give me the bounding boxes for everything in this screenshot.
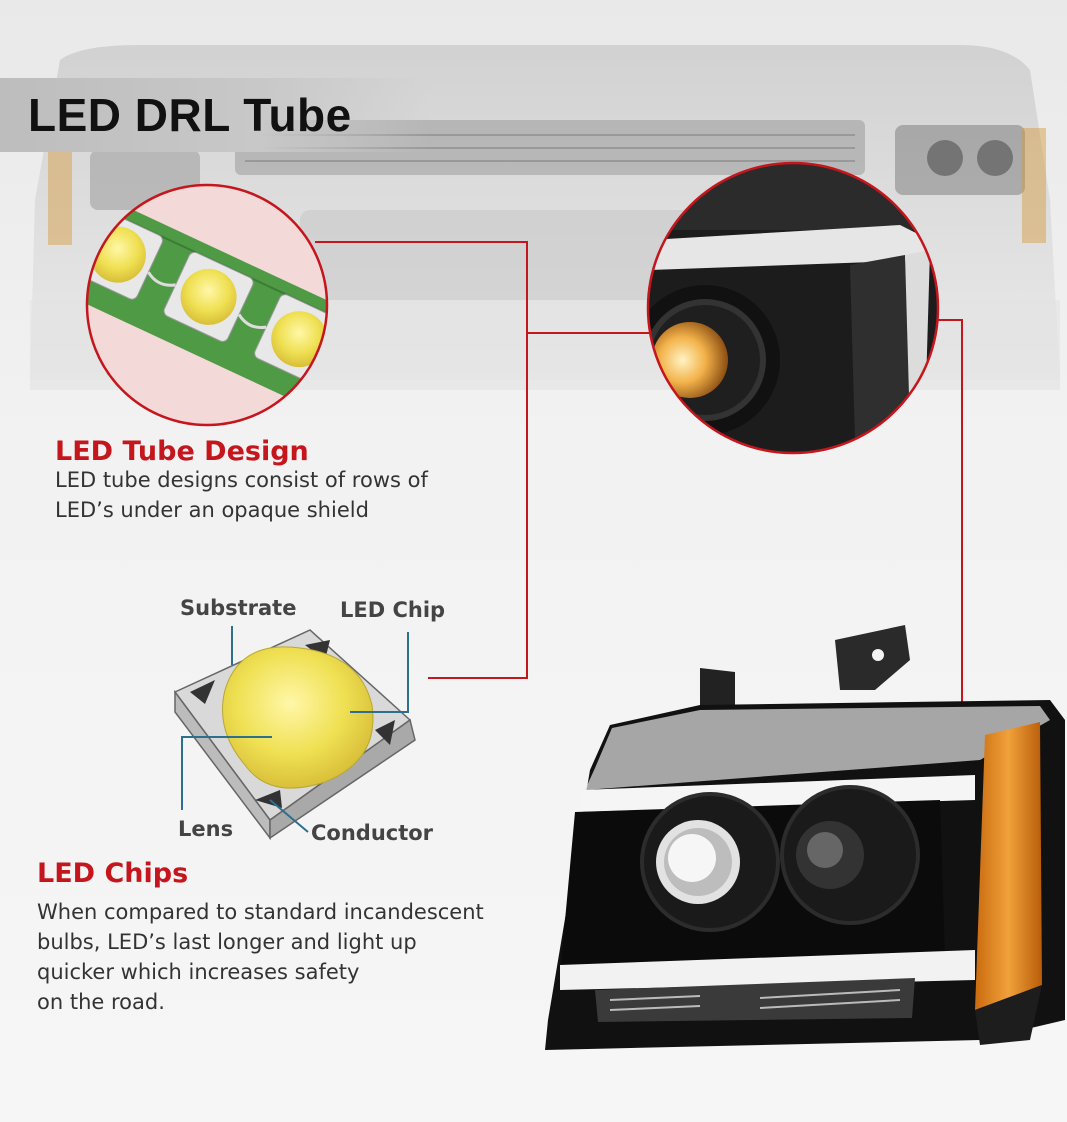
chips-line: When compared to standard incandescent xyxy=(37,900,484,924)
tube-design-heading: LED Tube Design xyxy=(55,436,309,467)
page-title: LED DRL Tube xyxy=(28,89,352,141)
tube-design-line: LED’s under an opaque shield xyxy=(55,498,369,522)
chips-description: When compared to standard incandescent b… xyxy=(37,897,484,1017)
substrate-label: Substrate xyxy=(180,596,297,620)
zoom-circle-right xyxy=(646,161,940,455)
lens-label: Lens xyxy=(178,817,234,841)
conductor-label: Conductor xyxy=(311,821,434,845)
tube-design-line: LED tube designs consist of rows of xyxy=(55,468,428,492)
led-chip-diagram xyxy=(173,626,416,841)
tube-design-description: LED tube designs consist of rows of LED’… xyxy=(55,465,428,525)
headlight-zoom xyxy=(648,163,938,453)
title-band xyxy=(0,78,430,152)
headlight-assembly xyxy=(545,625,1065,1050)
chips-line: bulbs, LED’s last longer and light up xyxy=(37,930,417,954)
chips-heading: LED Chips xyxy=(37,858,189,889)
zoom-circle-left xyxy=(85,183,329,427)
chips-line: on the road. xyxy=(37,990,165,1014)
chips-line: quicker which increases safety xyxy=(37,960,360,984)
led-chip-label: LED Chip xyxy=(340,598,446,622)
